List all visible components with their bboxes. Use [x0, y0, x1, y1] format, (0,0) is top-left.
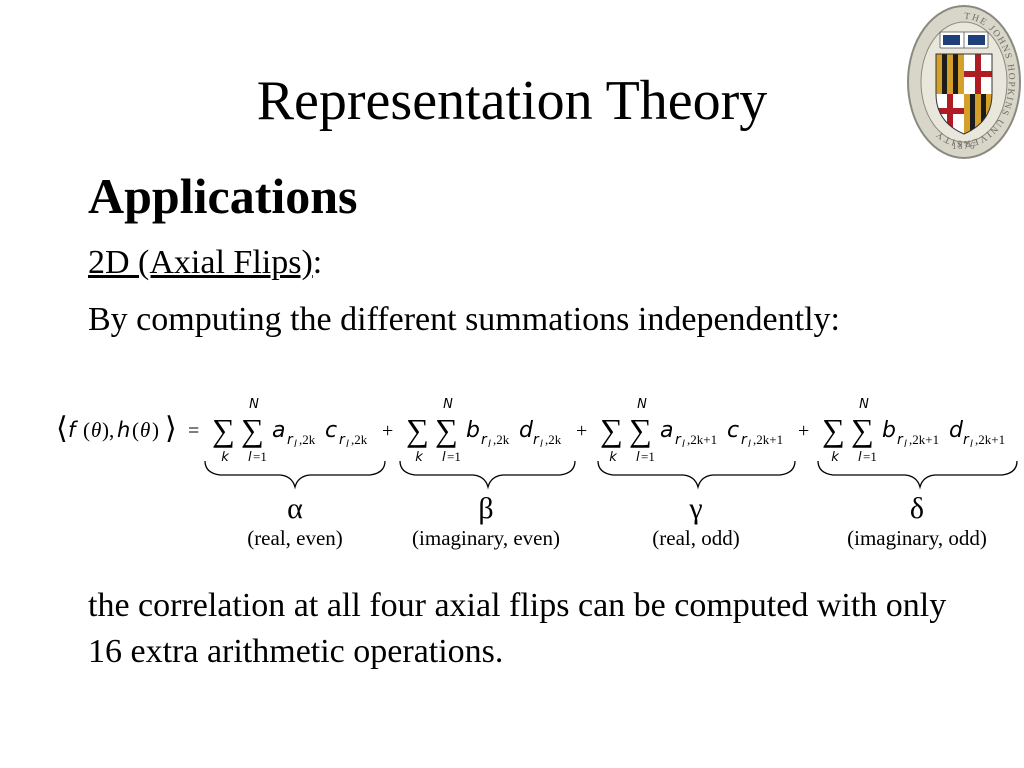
term-alpha-coef2: c	[325, 418, 337, 443]
term-delta-inner-index: l	[858, 450, 862, 465]
term-gamma-coef2-sub-l: l	[748, 439, 751, 450]
term-alpha-inner-start: =1	[253, 449, 267, 464]
term-beta-coef1-sub: ,2k	[493, 432, 510, 447]
svg-text:(: (	[132, 418, 139, 442]
term-desc: (real, odd)	[652, 526, 740, 550]
term-gamma-plus: +	[576, 420, 587, 442]
term-delta-coef1-sub-r: r	[897, 432, 904, 448]
term-gamma-coef1: a	[660, 418, 673, 443]
svg-text:): )	[102, 418, 109, 442]
term-delta-sum-inner: ∑	[851, 412, 874, 448]
svg-text:(: (	[83, 418, 90, 442]
term-beta-upper-limit: N	[443, 397, 453, 412]
term-delta-coef2: d	[949, 418, 964, 443]
term-alpha-inner-index: l	[248, 450, 252, 465]
term-label-beta: β (imaginary, even)	[412, 492, 560, 550]
intro-paragraph: By computing the different summations in…	[88, 301, 840, 338]
term-beta-coef1-sub-l: l	[488, 439, 491, 450]
term-symbol: α	[287, 492, 303, 525]
term-delta-upper-limit: N	[859, 397, 869, 412]
term-desc: (imaginary, odd)	[847, 526, 987, 550]
term-beta-sum-inner: ∑	[435, 412, 458, 448]
underbrace-delta	[817, 460, 1018, 490]
term-beta-coef1-sub-r: r	[481, 432, 488, 448]
angle-bracket-close: ⟩	[165, 412, 177, 445]
term-beta-coef1: b	[466, 418, 480, 443]
slide-title: Representation Theory	[256, 70, 768, 132]
term-delta-coef2-sub: ,2k+1	[975, 432, 1005, 447]
term-gamma-coef2-sub-r: r	[741, 432, 748, 448]
term-gamma-sum-outer: ∑	[600, 412, 623, 448]
term-delta-coef1-sub: ,2k+1	[909, 432, 939, 447]
svg-text:): )	[152, 418, 159, 442]
term-gamma-sum-inner: ∑	[629, 412, 652, 448]
term-alpha-coef1-sub: ,2k	[299, 432, 316, 447]
term-delta-coef2-sub-r: r	[963, 432, 970, 448]
term-gamma-coef1-sub: ,2k+1	[687, 432, 717, 447]
term-beta-inner-index: l	[442, 450, 446, 465]
term-alpha-coef2-sub: ,2k	[351, 432, 368, 447]
conclusion-paragraph: the correlation at all four axial flips …	[88, 587, 947, 670]
seal-year: 1876	[952, 141, 976, 151]
term-alpha-outer-index: k	[221, 450, 229, 465]
term-delta-coef1: b	[882, 418, 896, 443]
term-gamma-outer-index: k	[609, 450, 617, 465]
underbrace-beta	[399, 460, 576, 490]
term-alpha-coef1: a	[272, 418, 285, 443]
term-beta-inner-start: =1	[447, 449, 461, 464]
term-label-alpha: α (real, even)	[247, 492, 343, 550]
term-beta-coef2: d	[519, 418, 534, 443]
term-gamma-coef1-sub-l: l	[682, 439, 685, 450]
term-alpha-coef1-sub-r: r	[287, 432, 294, 448]
term-beta-coef2-sub-r: r	[533, 432, 540, 448]
term-alpha-upper-limit: N	[249, 397, 259, 412]
term-symbol: δ	[909, 492, 925, 525]
term-alpha-coef2-sub-l: l	[346, 439, 349, 450]
university-seal-logo: THE JOHNS HOPKINS UNIVERSITY 1876	[907, 5, 1021, 159]
underbrace-gamma	[597, 460, 796, 490]
term-delta-outer-index: k	[831, 450, 839, 465]
lhs-f: f	[68, 418, 79, 442]
term-beta-plus: +	[382, 420, 393, 442]
underbraces	[204, 460, 1018, 490]
lhs-comma: ,	[109, 418, 114, 442]
term-gamma-coef2-sub: ,2k+1	[753, 432, 783, 447]
term-alpha-sum-inner: ∑	[241, 412, 264, 448]
term-beta-outer-index: k	[415, 450, 423, 465]
term-gamma-inner-index: l	[636, 450, 640, 465]
term-label-delta: δ (imaginary, odd)	[847, 492, 987, 550]
term-symbol: γ	[689, 492, 703, 525]
term-desc: (real, even)	[247, 526, 343, 550]
term-gamma-coef2: c	[727, 418, 739, 443]
lhs-h: h	[117, 418, 130, 442]
subheading: 2D (Axial Flips):	[88, 242, 322, 284]
subheading-colon: :	[312, 244, 323, 281]
term-alpha-coef1-sub-l: l	[294, 439, 297, 450]
term-alpha-coef2-sub-r: r	[339, 432, 346, 448]
term-label-gamma: γ (real, odd)	[652, 492, 739, 550]
lhs-theta-1: θ	[91, 418, 101, 442]
term-delta-plus: +	[798, 420, 809, 442]
term-delta-inner-start: =1	[863, 449, 877, 464]
term-beta-coef2-sub: ,2k	[545, 432, 562, 447]
term-gamma-coef1-sub-r: r	[675, 432, 682, 448]
term-symbol: β	[478, 492, 494, 525]
section-heading: Applications	[88, 168, 358, 224]
term-gamma-inner-start: =1	[641, 449, 655, 464]
term-delta-coef1-sub-l: l	[904, 439, 907, 450]
term-desc: (imaginary, even)	[412, 526, 560, 550]
equals-sign: =	[188, 420, 199, 442]
subheading-link-text: 2D (Axial Flips)	[88, 244, 313, 281]
lhs-theta-2: θ	[140, 418, 150, 442]
term-delta-coef2-sub-l: l	[970, 439, 973, 450]
term-beta-coef2-sub-l: l	[540, 439, 543, 450]
angle-bracket-open: ⟨	[56, 412, 68, 445]
term-delta-sum-outer: ∑	[822, 412, 845, 448]
term-beta-sum-outer: ∑	[406, 412, 429, 448]
term-alpha-sum-outer: ∑	[212, 412, 235, 448]
term-gamma-upper-limit: N	[637, 397, 647, 412]
underbrace-alpha	[204, 460, 386, 490]
